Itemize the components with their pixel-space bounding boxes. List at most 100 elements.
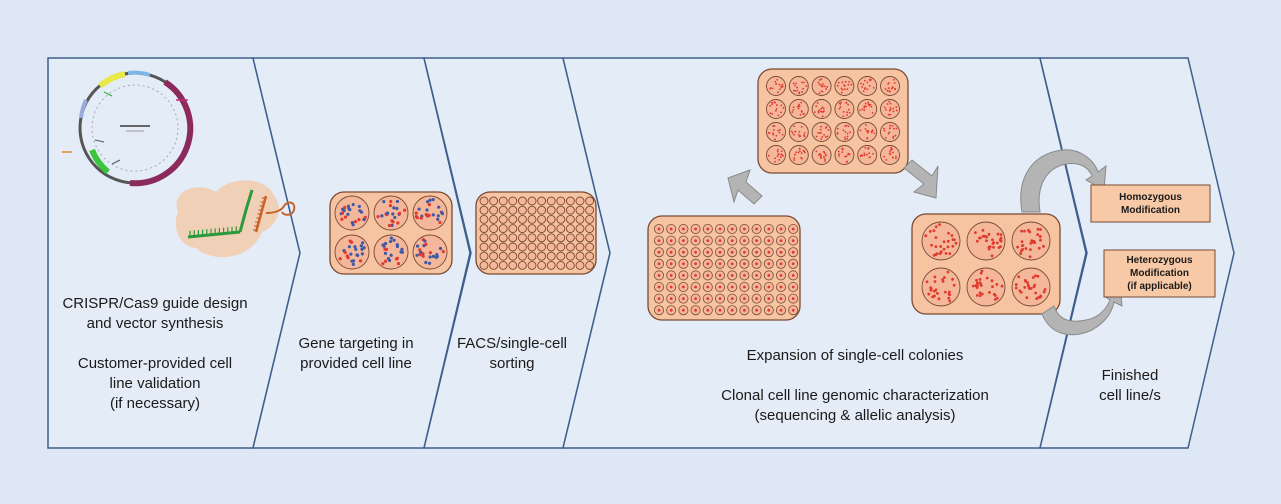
well [921, 267, 961, 307]
heterozygous-line-1: Heterozygous [1126, 255, 1193, 266]
well [479, 224, 489, 234]
well [373, 195, 409, 231]
well [575, 196, 585, 206]
well [489, 233, 499, 243]
stage-line: Clonal cell line genomic characterizatio… [721, 387, 989, 404]
well [489, 251, 499, 261]
well [508, 260, 518, 270]
well [498, 260, 508, 270]
well [498, 205, 508, 215]
well [498, 233, 508, 243]
well [546, 260, 556, 270]
well [585, 233, 595, 243]
well [565, 224, 575, 234]
stage-line: (sequencing & allelic analysis) [754, 407, 956, 424]
well [585, 214, 595, 224]
well [537, 214, 547, 224]
culture-plates [329, 68, 1061, 321]
well [565, 196, 575, 206]
well [575, 224, 585, 234]
well [834, 145, 855, 165]
well [479, 196, 489, 206]
arrow-down-icon [903, 159, 939, 199]
cas9-guide-rna-icon [175, 180, 296, 258]
well [373, 234, 409, 270]
well [508, 242, 518, 252]
well [556, 233, 566, 243]
well [508, 205, 518, 215]
well [556, 224, 566, 234]
well [546, 214, 556, 224]
well [857, 76, 878, 96]
well [585, 260, 595, 270]
stage-line: Customer-provided cell [77, 355, 233, 372]
well [556, 214, 566, 224]
well [489, 214, 499, 224]
well [517, 260, 527, 270]
stage-line: and vector synthesis [86, 315, 224, 332]
heterozygous-label: Heterozygous Modification (if applicable… [1104, 254, 1215, 293]
well [508, 233, 518, 243]
stage-line [650, 366, 1060, 386]
well [517, 224, 527, 234]
well [527, 205, 537, 215]
well [498, 224, 508, 234]
well [766, 122, 786, 142]
well [479, 251, 489, 261]
well [546, 205, 556, 215]
well [585, 242, 595, 252]
heterozygous-box [1103, 249, 1216, 298]
well [489, 205, 499, 215]
well [527, 196, 537, 206]
arrow-up-icon [727, 169, 763, 205]
well [565, 251, 575, 261]
well [498, 196, 508, 206]
well [517, 205, 527, 215]
stage-line: sorting [489, 355, 535, 372]
well [498, 242, 508, 252]
well [489, 260, 499, 270]
well [857, 99, 878, 119]
well [585, 224, 595, 234]
well [575, 233, 585, 243]
well [575, 251, 585, 261]
well [546, 251, 556, 261]
well [517, 214, 527, 224]
well [546, 224, 556, 234]
well [766, 76, 786, 96]
well [834, 122, 855, 142]
well [527, 242, 537, 252]
well [585, 196, 595, 206]
stage-line: (if necessary) [109, 395, 201, 412]
well [517, 233, 527, 243]
well [479, 260, 489, 270]
well [880, 76, 900, 96]
well [508, 224, 518, 234]
well [575, 214, 585, 224]
well [575, 205, 585, 215]
well [857, 122, 878, 142]
well [508, 251, 518, 261]
well [537, 205, 547, 215]
well [489, 196, 499, 206]
well [517, 242, 527, 252]
well [834, 99, 855, 119]
well [537, 224, 547, 234]
homozygous-line-1: Homozygous [1119, 192, 1182, 203]
stage-line: line validation [109, 375, 201, 392]
well [508, 214, 518, 224]
well [546, 233, 556, 243]
well [1011, 267, 1051, 307]
well [880, 145, 900, 165]
well [537, 242, 547, 252]
well [556, 242, 566, 252]
well [565, 242, 575, 252]
stage-line: Gene targeting in [298, 335, 414, 352]
stage-line: Finished [1101, 367, 1159, 384]
well [489, 224, 499, 234]
well [556, 251, 566, 261]
